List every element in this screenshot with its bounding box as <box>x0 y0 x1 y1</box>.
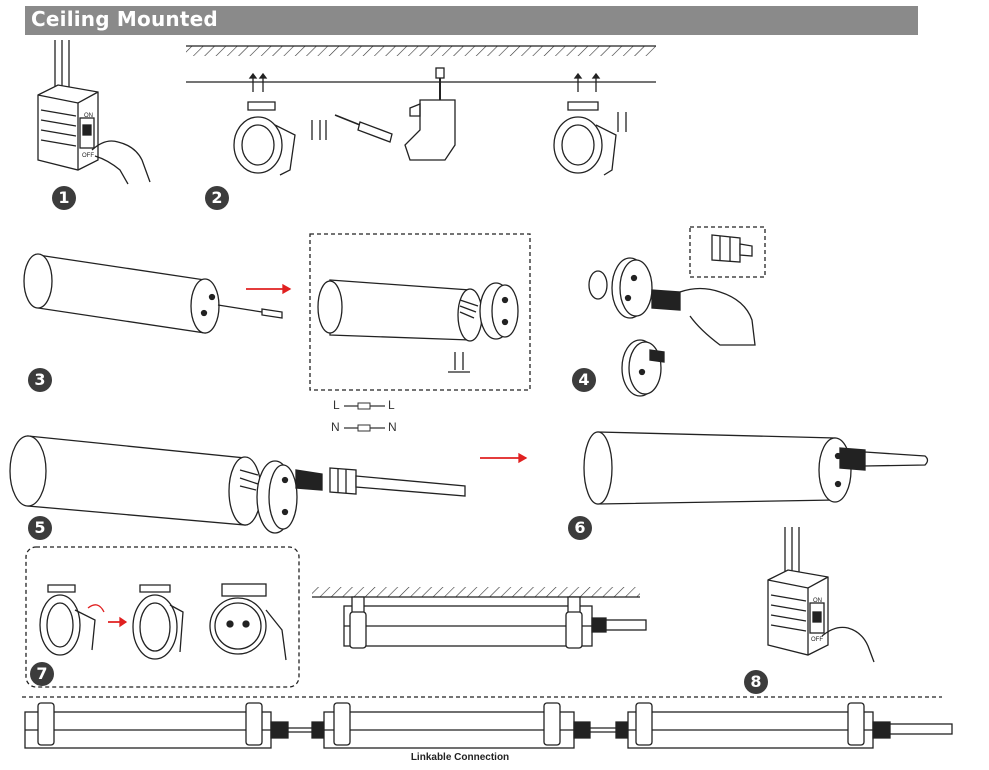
svg-text:OFF: OFF <box>811 637 823 643</box>
section-title: Ceiling Mounted <box>31 7 218 31</box>
wire-n-right: N <box>388 420 397 434</box>
linkable-row <box>24 702 953 749</box>
breaker-box-step8: ON OFF <box>767 527 875 663</box>
step-badge-2: 2 <box>205 186 229 210</box>
clips-step7 <box>39 583 287 661</box>
tube-step3 <box>23 253 292 334</box>
svg-text:ON: ON <box>84 113 93 119</box>
wire-l-connector <box>344 402 385 410</box>
tube-step6 <box>583 431 929 505</box>
step-badge-3: 3 <box>28 368 52 392</box>
linkable-caption: Linkable Connection <box>410 752 510 763</box>
wire-n-connector <box>344 424 385 432</box>
ceiling-tube-step7 <box>312 587 647 649</box>
wire-l-right: L <box>388 398 395 412</box>
svg-text:OFF: OFF <box>82 153 94 159</box>
step-badge-6: 6 <box>568 516 592 540</box>
wire-n-left: N <box>331 420 340 434</box>
detail-box-step7 <box>25 546 300 688</box>
step-badge-7: 7 <box>30 662 54 686</box>
ceiling-step2 <box>186 45 656 176</box>
tube-detail-step3 <box>317 279 519 373</box>
tube-step5 <box>9 435 528 534</box>
breaker-box-step1: ON OFF <box>37 40 151 185</box>
section-header: Ceiling Mounted <box>25 6 918 35</box>
step-badge-5: 5 <box>28 516 52 540</box>
detail-box-step3 <box>309 233 531 391</box>
svg-text:ON: ON <box>813 598 822 604</box>
wire-l-left: L <box>333 398 340 412</box>
step-badge-8: 8 <box>744 670 768 694</box>
endcap-step4 <box>588 226 766 397</box>
step-badge-1: 1 <box>52 186 76 210</box>
step-badge-4: 4 <box>572 368 596 392</box>
